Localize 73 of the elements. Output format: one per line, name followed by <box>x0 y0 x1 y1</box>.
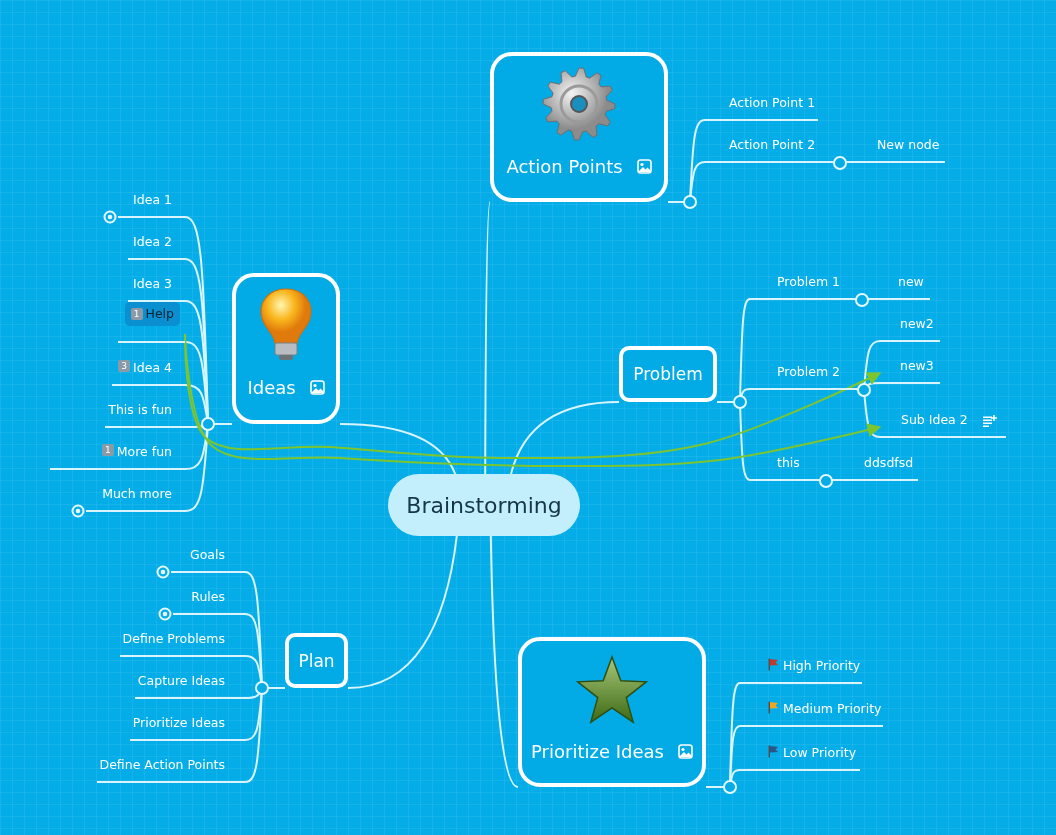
central-topic: Brainstorming <box>388 474 580 536</box>
topic-box <box>619 346 717 402</box>
branch-topic <box>86 486 185 512</box>
branch-line <box>484 201 491 475</box>
topic-label: Plan <box>298 650 335 671</box>
topic-label: Low Priority <box>783 745 857 761</box>
topic-label: This is fun <box>108 402 172 418</box>
topic-label: ddsdfsd <box>864 455 914 471</box>
topic-box <box>285 633 348 688</box>
topic-label: Ideas <box>247 377 296 398</box>
branch-topic <box>834 455 918 481</box>
topic-label: Idea 3 <box>133 276 172 292</box>
branch-topic <box>97 757 245 783</box>
topic-label: Idea 2 <box>133 234 172 250</box>
topic-label: Define Problems <box>122 631 225 647</box>
branch-topic <box>740 658 862 684</box>
branch-topic <box>740 701 883 727</box>
branch-topic <box>750 455 818 481</box>
topic-label: New node <box>877 137 940 153</box>
priority-number: 3 <box>118 360 131 372</box>
topic-label: this <box>777 455 800 471</box>
branch-topic <box>740 745 860 771</box>
topic-label: More fun <box>116 444 172 460</box>
branch-line <box>347 535 458 689</box>
priority-number: 1 <box>130 308 143 320</box>
topic-label: Idea 4 <box>133 360 172 376</box>
branch-topic <box>130 715 245 741</box>
branch-topic <box>112 360 185 386</box>
topic-label: Problem 1 <box>777 274 841 290</box>
branch-line <box>339 423 457 475</box>
topic-label: Problem 2 <box>777 364 841 380</box>
branch-topic <box>105 402 185 428</box>
topic-label: High Priority <box>783 658 861 674</box>
branch-topic <box>50 444 185 470</box>
topic-label: Action Point 1 <box>729 95 816 111</box>
branch-topic <box>173 589 245 615</box>
topic-label: Capture Ideas <box>137 673 225 689</box>
topic-box <box>518 637 706 787</box>
topic-label: Prioritize Ideas <box>132 715 225 731</box>
branch-topic <box>171 547 245 573</box>
branch-topic <box>118 192 185 218</box>
topic-label: Idea 1 <box>133 192 172 208</box>
topic-label: Help <box>145 306 174 322</box>
branch-topic <box>750 364 856 390</box>
topic-label: Sub Idea 2 <box>901 412 968 428</box>
topic-label: new <box>898 274 924 290</box>
branch-topic <box>880 358 940 384</box>
topic-label: Action Points <box>506 156 623 177</box>
branch-topic <box>705 137 832 163</box>
branch-topic <box>120 631 245 657</box>
topic-label: new3 <box>900 358 934 374</box>
branch-topic <box>880 316 940 342</box>
branch-topic <box>880 412 1006 438</box>
topic-label: Problem <box>633 364 703 384</box>
topic-label: Much more <box>102 486 172 502</box>
branch-line <box>489 535 519 788</box>
topic-box <box>232 273 340 424</box>
branch-line <box>855 388 881 438</box>
priority-number: 1 <box>101 444 114 456</box>
topic-label: Action Point 2 <box>729 137 816 153</box>
branch-topic <box>750 274 854 300</box>
branch-line <box>510 401 620 475</box>
branch-topic <box>848 137 945 163</box>
topic-label: Medium Priority <box>783 701 882 717</box>
topic-label: Rules <box>191 589 225 605</box>
topic-label: Define Action Points <box>99 757 225 773</box>
branch-topic <box>705 95 818 121</box>
topic-label: Goals <box>190 547 225 563</box>
branch-topic <box>135 673 245 699</box>
topic-label: new2 <box>900 316 934 332</box>
branch-topic <box>128 234 185 260</box>
topic-box <box>490 52 668 202</box>
topic-label: Prioritize Ideas <box>531 741 664 762</box>
